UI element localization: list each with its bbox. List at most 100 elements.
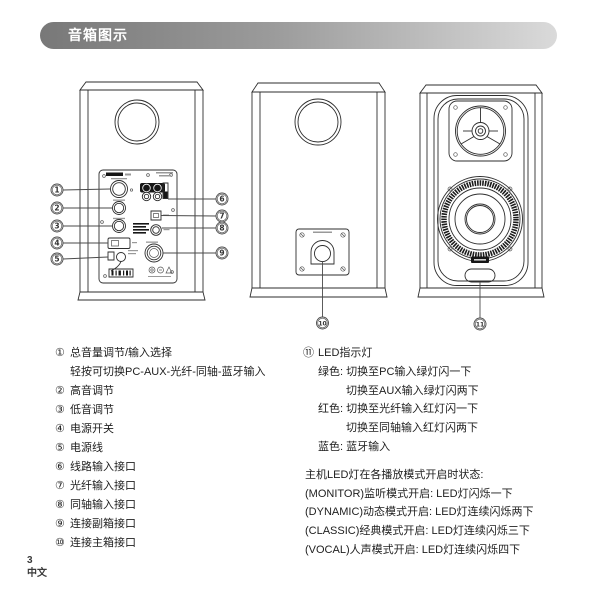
treble-knob xyxy=(113,202,126,215)
legend-line: 切换至AUX输入绿灯闪两下 xyxy=(303,382,583,401)
brand-logo xyxy=(106,172,131,176)
cabinet-base xyxy=(418,288,544,297)
brand-badge-text xyxy=(474,259,486,261)
legend-text: 切换至同轴输入红灯闪两下 xyxy=(346,422,478,435)
woofer xyxy=(438,177,523,262)
page-language: 中文 xyxy=(27,568,47,579)
callout-4: 4 xyxy=(51,237,63,249)
legend-marker: ⑧ xyxy=(55,499,65,511)
legend-text: 连接副箱接口 xyxy=(70,518,136,530)
svg-text:2: 2 xyxy=(54,204,59,213)
legend-line: ⑤ 电源线 xyxy=(55,439,305,458)
callout-1: 1 xyxy=(51,184,63,196)
bass-knob xyxy=(113,220,126,233)
legend-text: (VOCAL)人声模式开启: LED灯连续闪烁四下 xyxy=(305,543,521,556)
callout-3: 3 xyxy=(51,220,63,232)
slave-output-connector xyxy=(145,244,163,262)
legend-line: ⑪ LED指示灯 xyxy=(303,344,583,363)
main-speaker-rear-view xyxy=(78,82,205,300)
legend-marker: ⑥ xyxy=(55,461,65,473)
page-footer: 3 中文 xyxy=(27,554,47,580)
cabinet-top-cap xyxy=(420,85,542,93)
legend-text: 绿色: 切换至PC输入绿灯闪一下 xyxy=(318,365,472,378)
callout-lines xyxy=(63,189,480,318)
callout-10: 10 xyxy=(317,317,329,329)
legend-marker: ② xyxy=(55,385,65,397)
legend-text: 低音调节 xyxy=(70,404,114,416)
legend-text: (MONITOR)监听模式开启: LED灯闪烁一下 xyxy=(305,487,513,500)
legend-line: ④ 电源开关 xyxy=(55,420,305,439)
cabinet-top-cap xyxy=(80,82,203,90)
cabinet-base xyxy=(78,292,205,300)
legend-marker: ⑪ xyxy=(303,347,314,359)
legend-line: 轻按可切换PC-AUX-光纤-同轴-蓝牙输入 xyxy=(55,363,305,382)
legend-marker: ③ xyxy=(55,404,65,416)
legend-line: 切换至同轴输入红灯闪两下 xyxy=(303,419,583,438)
cabinet-top-cap xyxy=(252,83,385,92)
legend-marker: ① xyxy=(55,347,65,359)
svg-text:3: 3 xyxy=(54,222,59,231)
bass-knob-label xyxy=(113,217,125,220)
legend-text: 主机LED灯在各播放模式开启时状态: xyxy=(305,468,484,481)
legend-line: ③ 低音调节 xyxy=(55,401,305,420)
svg-text:7: 7 xyxy=(219,212,224,221)
legend-line: (VOCAL)人声模式开启: LED灯连续闪烁四下 xyxy=(303,541,583,560)
legend-text: 切换至AUX输入绿灯闪两下 xyxy=(346,384,479,397)
svg-text:8: 8 xyxy=(219,224,224,233)
callout-8: 8 xyxy=(216,222,228,234)
front-baffle-inner xyxy=(438,99,524,281)
plate-screws xyxy=(300,233,345,271)
volume-knob xyxy=(111,181,128,198)
legend-marker: ⑤ xyxy=(55,442,65,454)
svg-text:6: 6 xyxy=(219,195,224,204)
svg-text:9: 9 xyxy=(219,249,224,258)
page-number: 3 xyxy=(27,555,33,566)
legend-line: 红色: 切换至光纤输入红灯闪一下 xyxy=(303,400,583,419)
led-indicator-window xyxy=(465,269,495,282)
to-main-connector-housing xyxy=(311,241,334,265)
coaxial-input xyxy=(151,225,162,236)
legend-line: (CLASSIC)经典模式开启: LED灯连续闪烁三下 xyxy=(303,522,583,541)
legend-text: LED指示灯 xyxy=(318,347,373,359)
panel-model-text xyxy=(156,172,173,177)
cabinet-base xyxy=(250,288,387,297)
optical-input xyxy=(151,211,161,220)
callout-7: 7 xyxy=(216,210,228,222)
callout-numbers: 1 2 3 4 5 6 7 xyxy=(51,184,486,330)
callout-9: 9 xyxy=(216,247,228,259)
plate-label xyxy=(313,231,332,233)
callout-6: 6 xyxy=(216,193,228,205)
legend-line: ② 高音调节 xyxy=(55,382,305,401)
legend-right: ⑪ LED指示灯 绿色: 切换至PC输入绿灯闪一下 切换至AUX输入绿灯闪两下 红… xyxy=(303,344,583,560)
legend-marker: ⑩ xyxy=(55,537,65,549)
bass-reflex-port xyxy=(295,99,341,145)
passive-speaker-rear-view xyxy=(250,83,387,297)
callout-2: 2 xyxy=(51,202,63,214)
power-cord-entry xyxy=(108,252,114,260)
legend-left: ① 总音量调节/输入选择 轻按可切换PC-AUX-光纤-同轴-蓝牙输入 ② 高音调节… xyxy=(55,344,305,553)
legend-marker: ④ xyxy=(55,423,65,435)
legend-marker: ⑦ xyxy=(55,480,65,492)
legend-line: 绿色: 切换至PC输入绿灯闪一下 xyxy=(303,363,583,382)
legend-text: 高音调节 xyxy=(70,385,114,397)
legend-text: 总音量调节/输入选择 xyxy=(70,347,173,359)
legend-line: ① 总音量调节/输入选择 xyxy=(55,344,305,363)
legend-line: (DYNAMIC)动态模式开启: LED灯连续闪烁两下 xyxy=(303,503,583,522)
legend-line: 主机LED灯在各播放模式开启时状态: xyxy=(303,466,583,485)
legend-text: (CLASSIC)经典模式开启: LED灯连续闪烁三下 xyxy=(305,525,530,538)
legend-text: 电源开关 xyxy=(70,423,114,435)
legend-marker xyxy=(55,363,70,382)
section-header: 音箱图示 xyxy=(40,22,557,49)
rear-panel xyxy=(99,170,177,283)
legend-text: 红色: 切换至光纤输入红灯闪一下 xyxy=(318,403,479,416)
speaker-front-view xyxy=(418,85,544,297)
certification-marks xyxy=(148,267,172,277)
legend-marker: ⑨ xyxy=(55,518,65,530)
line-input-jacks xyxy=(140,183,168,201)
legend-text: 电源线 xyxy=(70,442,103,454)
speaker-diagrams: 1 2 3 4 5 6 7 xyxy=(0,0,600,345)
